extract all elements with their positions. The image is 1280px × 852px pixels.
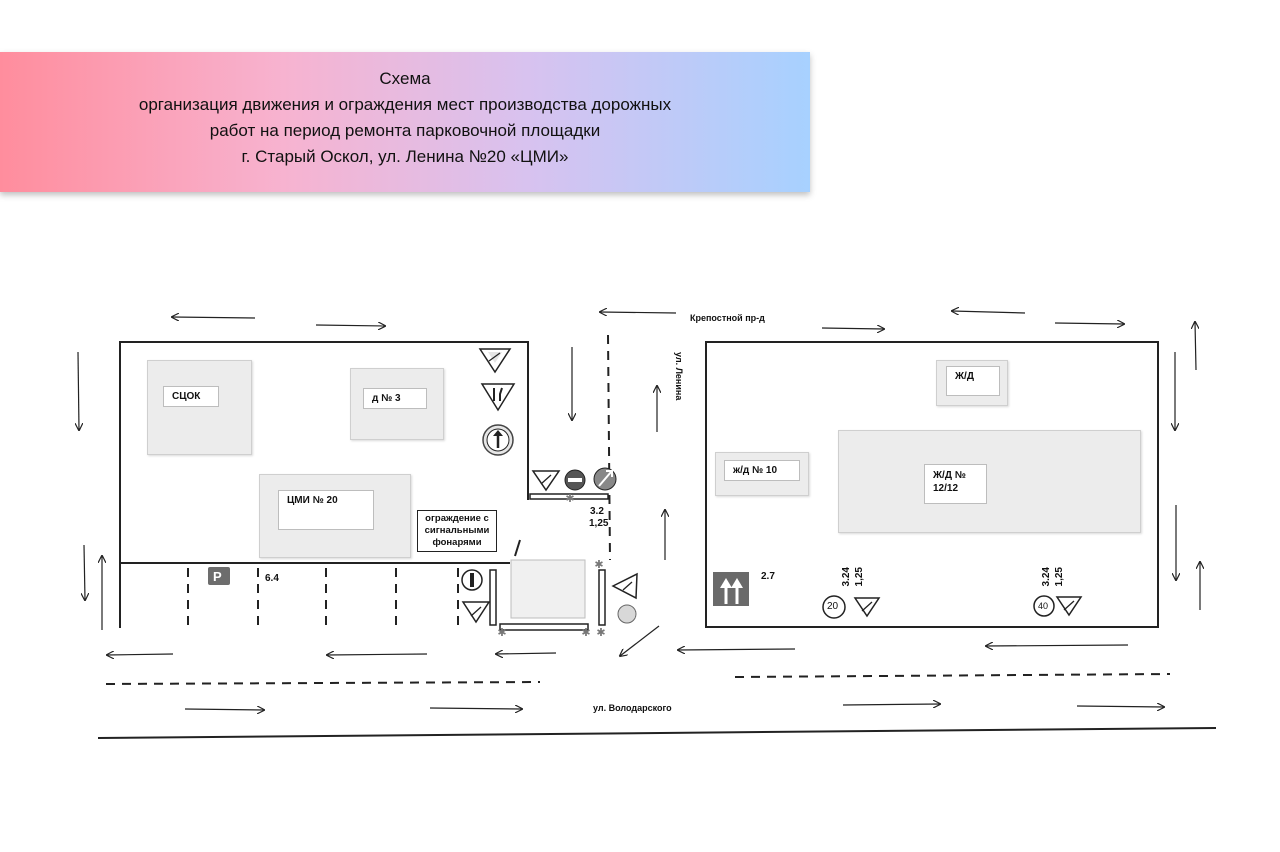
volodarskogo-edge-line [97,727,1217,739]
building-zhd12-line2: 12/12 [933,483,959,494]
title-line-1: Схема [379,69,431,88]
no-vehicles-sign-icon [461,569,483,591]
sign-code-1-25: 1,25 [589,518,609,529]
title-line-4: г. Старый Оскол, ул. Ленина №20 «ЦМИ» [241,147,569,166]
traffic-arrows [78,311,1200,710]
speed-limit-20-value: 20 [827,601,839,612]
roadwork-sign-icon [611,572,638,600]
building-zhd-label: Ж/Д [946,366,1000,396]
sign-code-1-25-a: 1,25 [854,567,865,587]
building-tsmi-label: ЦМИ № 20 [278,490,374,530]
lane-markings [105,334,1171,685]
sign-code-6-4: 6.4 [265,573,279,584]
building-stsok [147,360,252,455]
roadwork-sign-icon [461,601,491,624]
street-label-lenina: ул. Ленина [674,352,684,401]
street-label-krepostnoy: Крепостной пр-д [690,313,765,323]
building-zhd10-label: ж/д № 10 [724,460,800,481]
fence-note-line1: ограждение с [425,513,489,524]
fence-barrier-left [489,569,497,626]
title-line-3: работ на период ремонта парковочной площ… [209,121,601,140]
fence-note-line2: сигнальными [424,525,490,536]
svg-text:✱: ✱ [581,626,590,639]
sign-code-1-25-b: 1,25 [1054,567,1065,587]
lane-direction-sign-icon [713,572,749,606]
roadwork-sign-icon [1055,596,1083,617]
fence-note-line3: фонарями [432,537,482,548]
fence-barrier-sign-row [529,493,609,500]
svg-text:✱: ✱ [596,626,605,639]
sign-code-3-2: 3.2 [590,506,604,517]
work-zone-area [510,559,586,619]
building-zhd12-line1: Ж/Д № [933,470,966,481]
sign-code-2-7: 2.7 [761,571,775,582]
title-line-2: организация движения и ограждения мест п… [138,95,672,114]
fence-barrier-right [598,569,606,626]
svg-text:✱: ✱ [565,492,574,505]
speed-limit-sign-icon [1033,595,1055,617]
right-block-outline [705,341,1159,628]
building-zhd12 [838,430,1141,533]
parking-sign-letter: P [213,569,222,584]
no-entry-sign-icon [564,469,586,491]
roadwork-sign-icon [853,597,881,618]
svg-text:✱: ✱ [497,626,506,639]
road-lamp-icon [617,604,637,624]
speed-limit-sign-icon [822,595,846,619]
sign-code-3-24-a: 3.24 [841,567,852,587]
fence-note: ограждение с сигнальными фонарями [417,510,497,552]
street-label-volodarskogo: ул. Володарского [593,703,672,713]
signal-lamps: ✱ ✱ ✱ ✱ ✱ [497,492,605,639]
building-d3-label: д № 3 [363,388,427,409]
roadwork-sign-icon [478,348,512,374]
svg-text:✱: ✱ [594,558,603,571]
sign-code-3-24-b: 3.24 [1041,567,1052,587]
roadwork-sign-icon [531,470,561,492]
road-narrows-sign-icon [480,383,516,412]
building-zhd12-label: Ж/Д № 12/12 [924,464,987,504]
title-banner: Схема организация движения и ограждения … [0,52,810,192]
fence-barrier-bottom [499,623,589,631]
straight-only-sign-icon [482,424,514,456]
parking-sign-icon [208,567,230,585]
left-block-outline [119,341,529,562]
building-stsok-label: СЦОК [163,386,219,407]
speed-limit-40-value: 40 [1038,601,1049,611]
priority-arrow-sign-icon [593,467,617,491]
